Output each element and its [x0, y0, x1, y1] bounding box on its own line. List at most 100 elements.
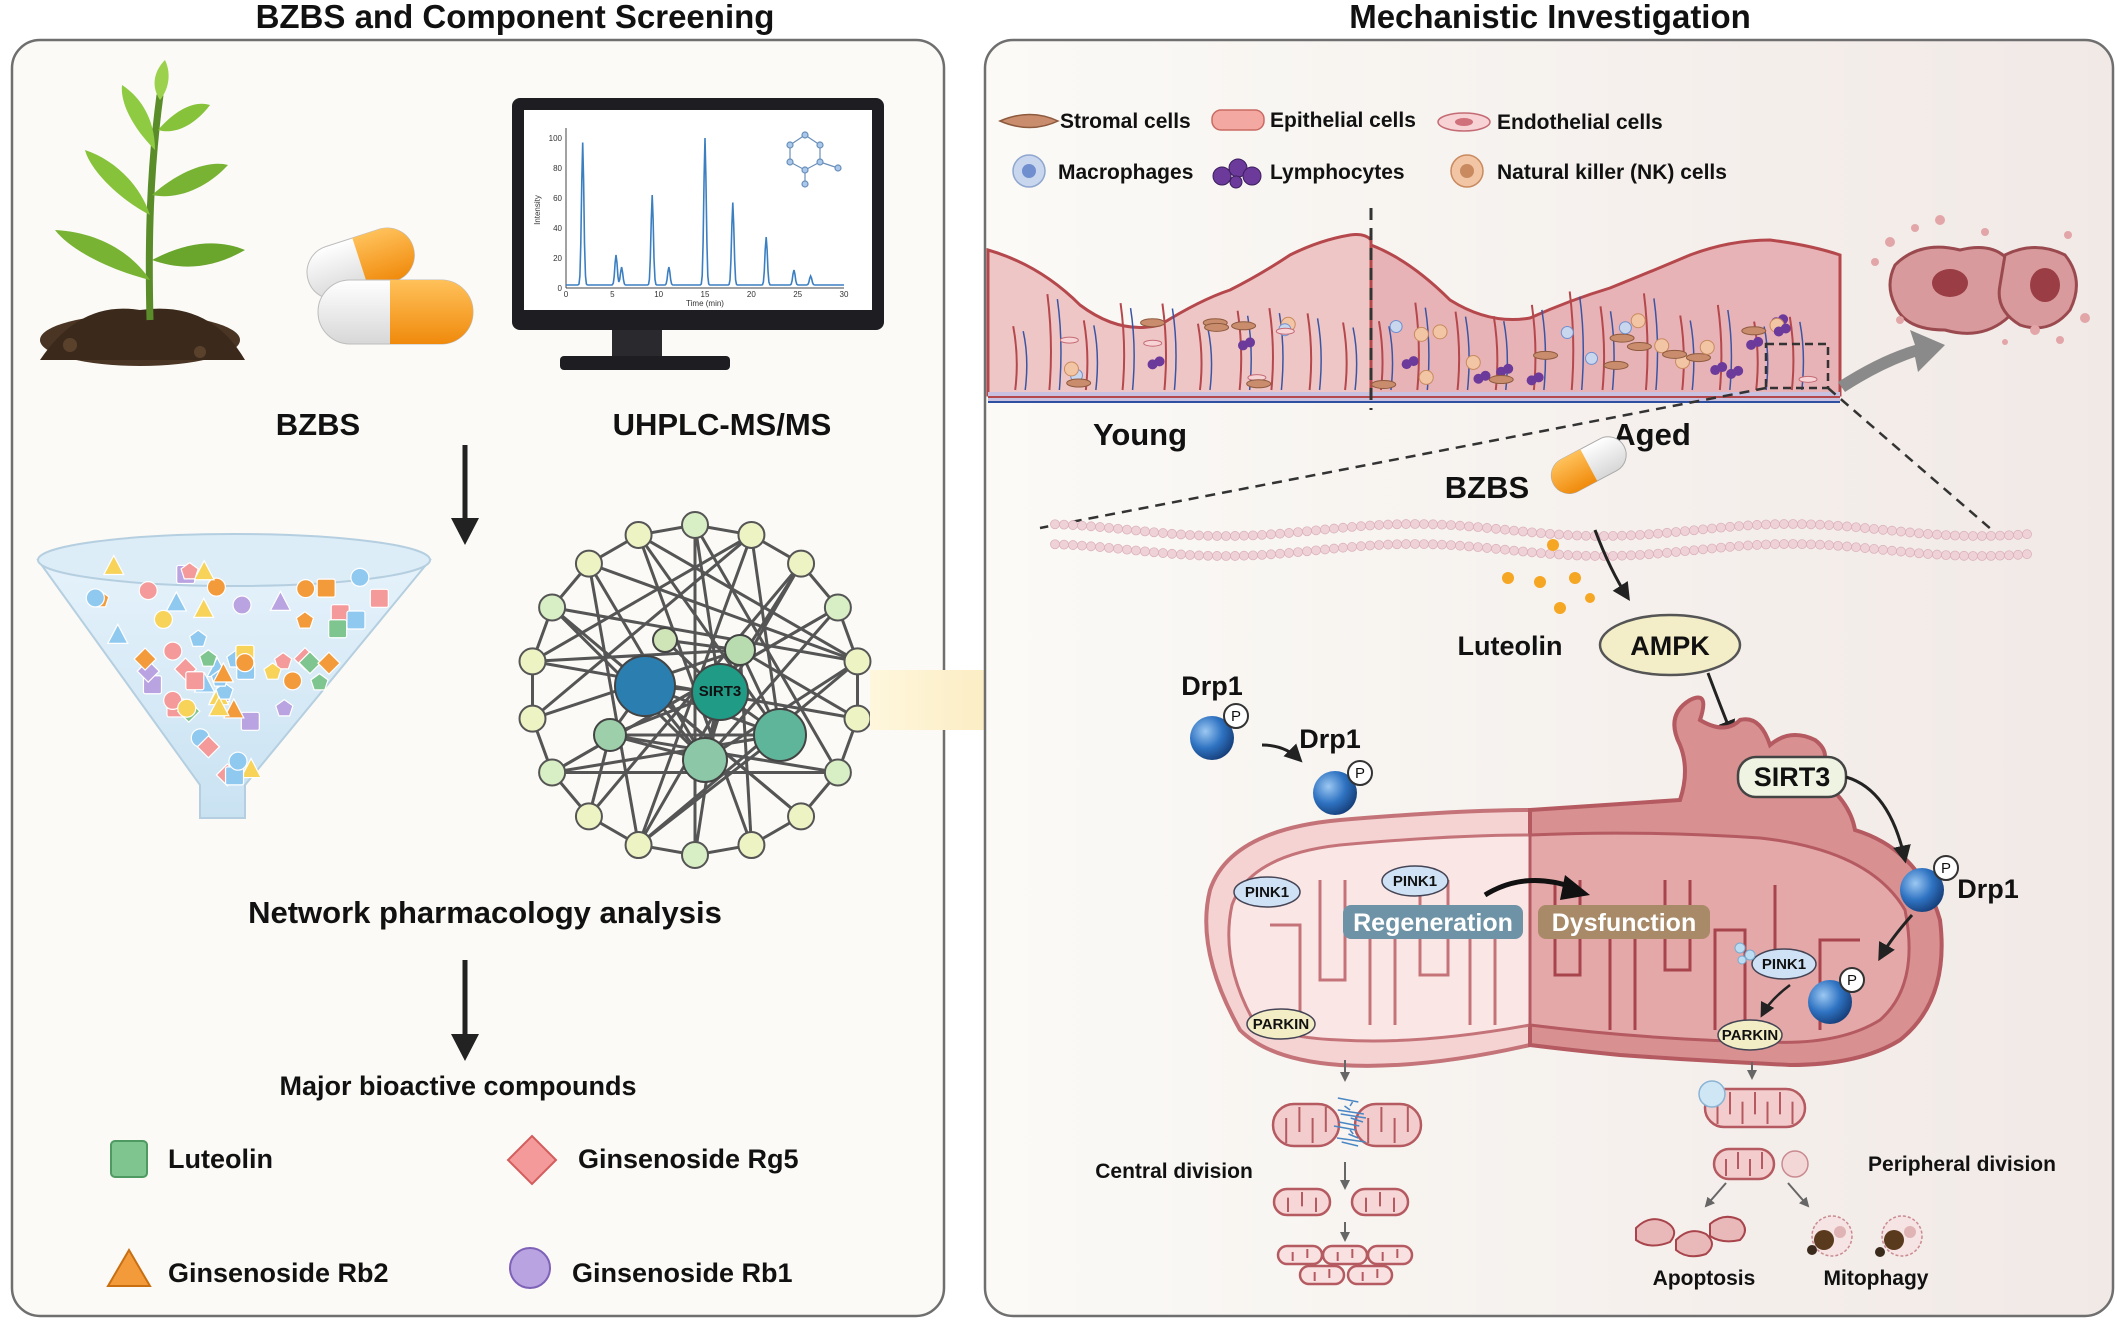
chromatogram-x-tick: 25 — [793, 290, 802, 299]
pink1-label: PINK1 — [1245, 884, 1289, 901]
pink1-label: PINK1 — [1762, 956, 1806, 973]
young-label: Young — [1093, 417, 1187, 452]
legend-label: Macrophages — [1058, 161, 1193, 184]
compound-particle — [186, 672, 204, 690]
drp1-label: Drp1 — [1181, 671, 1243, 701]
network-node — [682, 842, 708, 868]
legend-label: Stromal cells — [1060, 110, 1191, 133]
network-node — [576, 551, 602, 577]
nk-cell-icon — [1451, 155, 1483, 187]
network-analysis-label: Network pharmacology analysis — [248, 895, 722, 930]
aged-label: Aged — [1613, 417, 1691, 452]
bzbs-label: BZBS — [276, 407, 360, 442]
compound-particle — [229, 752, 247, 770]
apoptosis-label: Apoptosis — [1653, 1267, 1756, 1290]
chromatogram-y-tick: 40 — [553, 224, 562, 233]
network-node — [576, 803, 602, 829]
network-hub-node — [754, 709, 806, 761]
ampk-label: AMPK — [1630, 631, 1710, 661]
luteolin-label: Luteolin — [1458, 631, 1563, 661]
chromatogram-x-tick: 0 — [564, 290, 569, 299]
parkin-label: PARKIN — [1722, 1027, 1778, 1044]
network-node — [738, 832, 764, 858]
compound-particle — [178, 699, 196, 717]
regeneration-label: Regeneration — [1353, 909, 1513, 937]
network-node — [738, 522, 764, 548]
network-hub-node — [615, 656, 675, 716]
network-node — [825, 595, 851, 621]
network-hub-node — [725, 635, 755, 665]
luteolin-square-icon — [111, 1141, 147, 1177]
compound-particle — [347, 611, 365, 629]
left-panel-title: BZBS and Component Screening — [256, 0, 775, 35]
network-node — [520, 648, 546, 674]
dysfunction-label: Dysfunction — [1552, 909, 1696, 937]
compound-particle — [370, 589, 388, 607]
legend-label: Lymphocytes — [1270, 161, 1405, 184]
network-node — [520, 706, 546, 732]
chromatogram-ylabel: Intensity — [533, 195, 542, 225]
compound-particle — [351, 568, 369, 586]
legend-label: Natural killer (NK) cells — [1497, 161, 1727, 184]
monitor-icon — [512, 98, 884, 370]
phospho-label: P — [1231, 708, 1241, 725]
rb1-circle-icon — [510, 1248, 550, 1288]
mitophagy-label: Mitophagy — [1824, 1267, 1929, 1290]
network-node — [788, 803, 814, 829]
chromatogram-y-tick: 20 — [553, 254, 562, 263]
compound-particle — [86, 589, 104, 607]
compound-particle — [241, 712, 259, 730]
legend-label: Epithelial cells — [1270, 109, 1416, 132]
pink1-label: PINK1 — [1393, 873, 1437, 890]
chromatogram-x-tick: 10 — [654, 290, 663, 299]
phospho-label: P — [1847, 972, 1857, 989]
compound-name: Luteolin — [168, 1144, 273, 1174]
chromatogram-y-tick: 100 — [549, 134, 563, 143]
parkin-label: PARKIN — [1253, 1016, 1309, 1033]
right-panel-frame — [985, 40, 2113, 1316]
chromatogram-y-tick: 80 — [553, 164, 562, 173]
compound-particle — [233, 596, 251, 614]
central-division-label: Central division — [1095, 1160, 1253, 1183]
compound-particle — [154, 610, 172, 628]
chromatogram-x-tick: 20 — [747, 290, 756, 299]
network-node — [539, 760, 565, 786]
network-hub-node — [683, 738, 727, 782]
compound-particle — [236, 654, 254, 672]
network-node — [844, 648, 870, 674]
peripheral-division-label: Peripheral division — [1868, 1153, 2056, 1176]
network-node — [788, 551, 814, 577]
compound-particle — [164, 642, 182, 660]
network-node — [682, 512, 708, 538]
chromatogram-y-tick: 60 — [553, 194, 562, 203]
compound-particle — [329, 620, 347, 638]
phospho-label: P — [1355, 765, 1365, 782]
endothelial-cell-icon — [1438, 113, 1490, 131]
network-node — [539, 595, 565, 621]
chromatogram-x-tick: 30 — [840, 290, 849, 299]
sirt3-label: SIRT3 — [1754, 762, 1831, 792]
legend-label: Endothelial cells — [1497, 111, 1663, 134]
chromatogram-y-tick: 0 — [558, 284, 563, 293]
chromatogram-xlabel: Time (min) — [686, 299, 724, 308]
network-hub-node — [653, 628, 677, 652]
epithelial-cell-icon — [1212, 110, 1264, 130]
compound-particle — [139, 582, 157, 600]
compound-particle — [284, 672, 302, 690]
network-node — [626, 832, 652, 858]
network-node — [825, 760, 851, 786]
hub-node-label: SIRT3 — [699, 683, 742, 700]
compound-name: Ginsenoside Rb2 — [168, 1258, 389, 1288]
chromatogram-x-tick: 15 — [701, 290, 710, 299]
compound-particle — [297, 580, 315, 598]
network-node — [844, 706, 870, 732]
network-hub-node — [594, 719, 626, 751]
compound-name: Ginsenoside Rb1 — [572, 1258, 793, 1288]
macrophage-icon — [1013, 155, 1045, 187]
compound-name: Ginsenoside Rg5 — [578, 1144, 799, 1174]
instrument-label: UHPLC-MS/MS — [613, 407, 832, 442]
drp1-label: Drp1 — [1957, 874, 2019, 904]
network-node — [626, 522, 652, 548]
compound-particle — [207, 578, 225, 596]
